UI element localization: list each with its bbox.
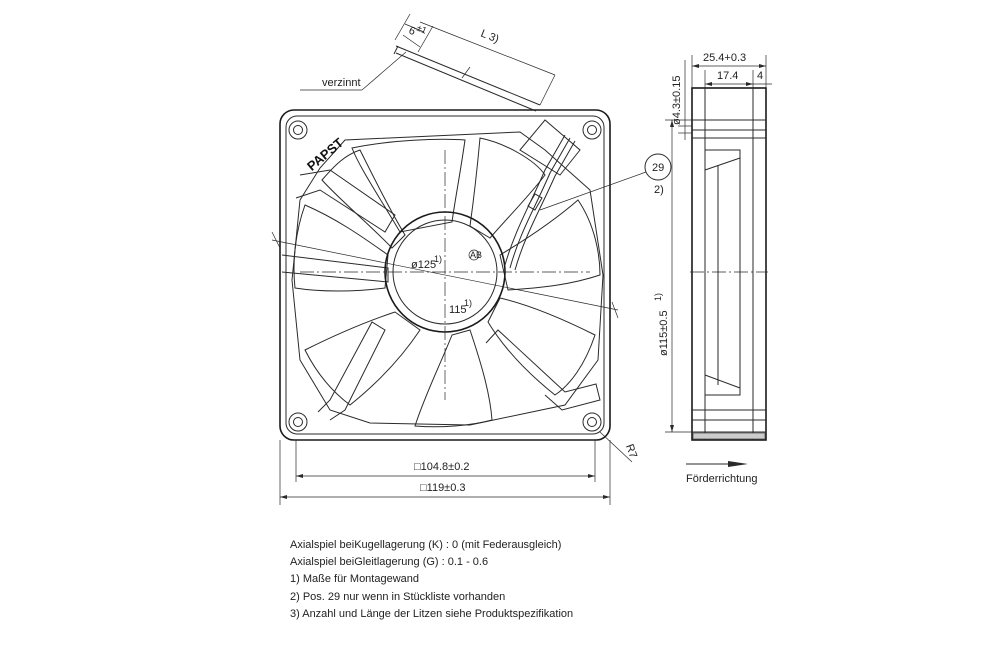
position-number: 29: [652, 162, 664, 174]
position-balloon: 29 2): [539, 153, 672, 211]
note-line: 3) Anzahl und Länge der Litzen siehe Pro…: [290, 607, 574, 620]
lead-strip-note: ±1: [415, 23, 428, 36]
position-note: 2): [654, 184, 664, 196]
hole-spacing-note: 1): [464, 298, 472, 308]
frame-outline: [279, 109, 611, 441]
cable-bundle: [504, 134, 576, 271]
papst-logo: PAPST: [304, 135, 346, 174]
hole-dia-label: ø4.3±0.15: [671, 76, 683, 125]
flange-dia-label: ø115±0.5: [658, 310, 670, 356]
hole-spacing-label: 115: [449, 304, 467, 316]
note-line: Axialspiel beiGleitlagerung (G) : 0.1 - …: [290, 556, 489, 569]
hub-dia-label: ø125: [411, 259, 436, 271]
diameter-line: [271, 239, 619, 311]
lead-length-label: L 3): [479, 28, 501, 46]
side-blade-upper: [704, 149, 741, 171]
width-label: 25.4+0.3: [703, 52, 746, 64]
frame-inner-edge: [285, 115, 605, 435]
fan-blades: [293, 137, 601, 428]
flange-dia-note: 1): [653, 293, 663, 301]
width-a-label: 17.4: [717, 70, 738, 82]
airflow-opening: [291, 131, 604, 426]
fan-front-view: AB ø125 1) 115 1) PAPST: [271, 109, 619, 441]
notes-block: Axialspiel beiKugellagerung (K) : 0 (mit…: [290, 537, 573, 623]
frame-struts: [281, 119, 601, 421]
inner-square-label: □104.8±0.2: [414, 461, 470, 473]
tinned-label: verzinnt: [322, 77, 361, 89]
note-line: Axialspiel beiKugellagerung (K) : 0 (mit…: [290, 539, 562, 551]
ab-mark: [468, 249, 480, 261]
lead-strip-label: 6: [407, 25, 417, 38]
ab-mark-text: AB: [470, 250, 482, 260]
lead-wire-detail: 6 ±1 L 3) verzinnt: [300, 13, 556, 112]
width-b-label: 4: [757, 70, 763, 82]
bottom-dimensions: □104.8±0.2 □119±0.3 R7: [279, 431, 639, 505]
hub-dia-note: 1): [434, 254, 442, 264]
corner-radius-label: R7: [623, 443, 639, 460]
note-line: 1) Maße für Montagewand: [290, 573, 420, 586]
fan-side-view: ø115±0.5 1) ø4.3±0.15 25.4+0.3 17.4 4 Fö…: [653, 52, 772, 485]
mounting-holes: [288, 120, 602, 432]
side-base: [692, 432, 766, 440]
airflow-direction-label: Förderrichtung: [686, 473, 758, 485]
note-line: 2) Pos. 29 nur wenn in Stückliste vorhan…: [290, 590, 506, 603]
outer-square-label: □119±0.3: [420, 482, 466, 494]
side-blade-lower: [704, 374, 741, 396]
side-outline: [691, 87, 767, 441]
